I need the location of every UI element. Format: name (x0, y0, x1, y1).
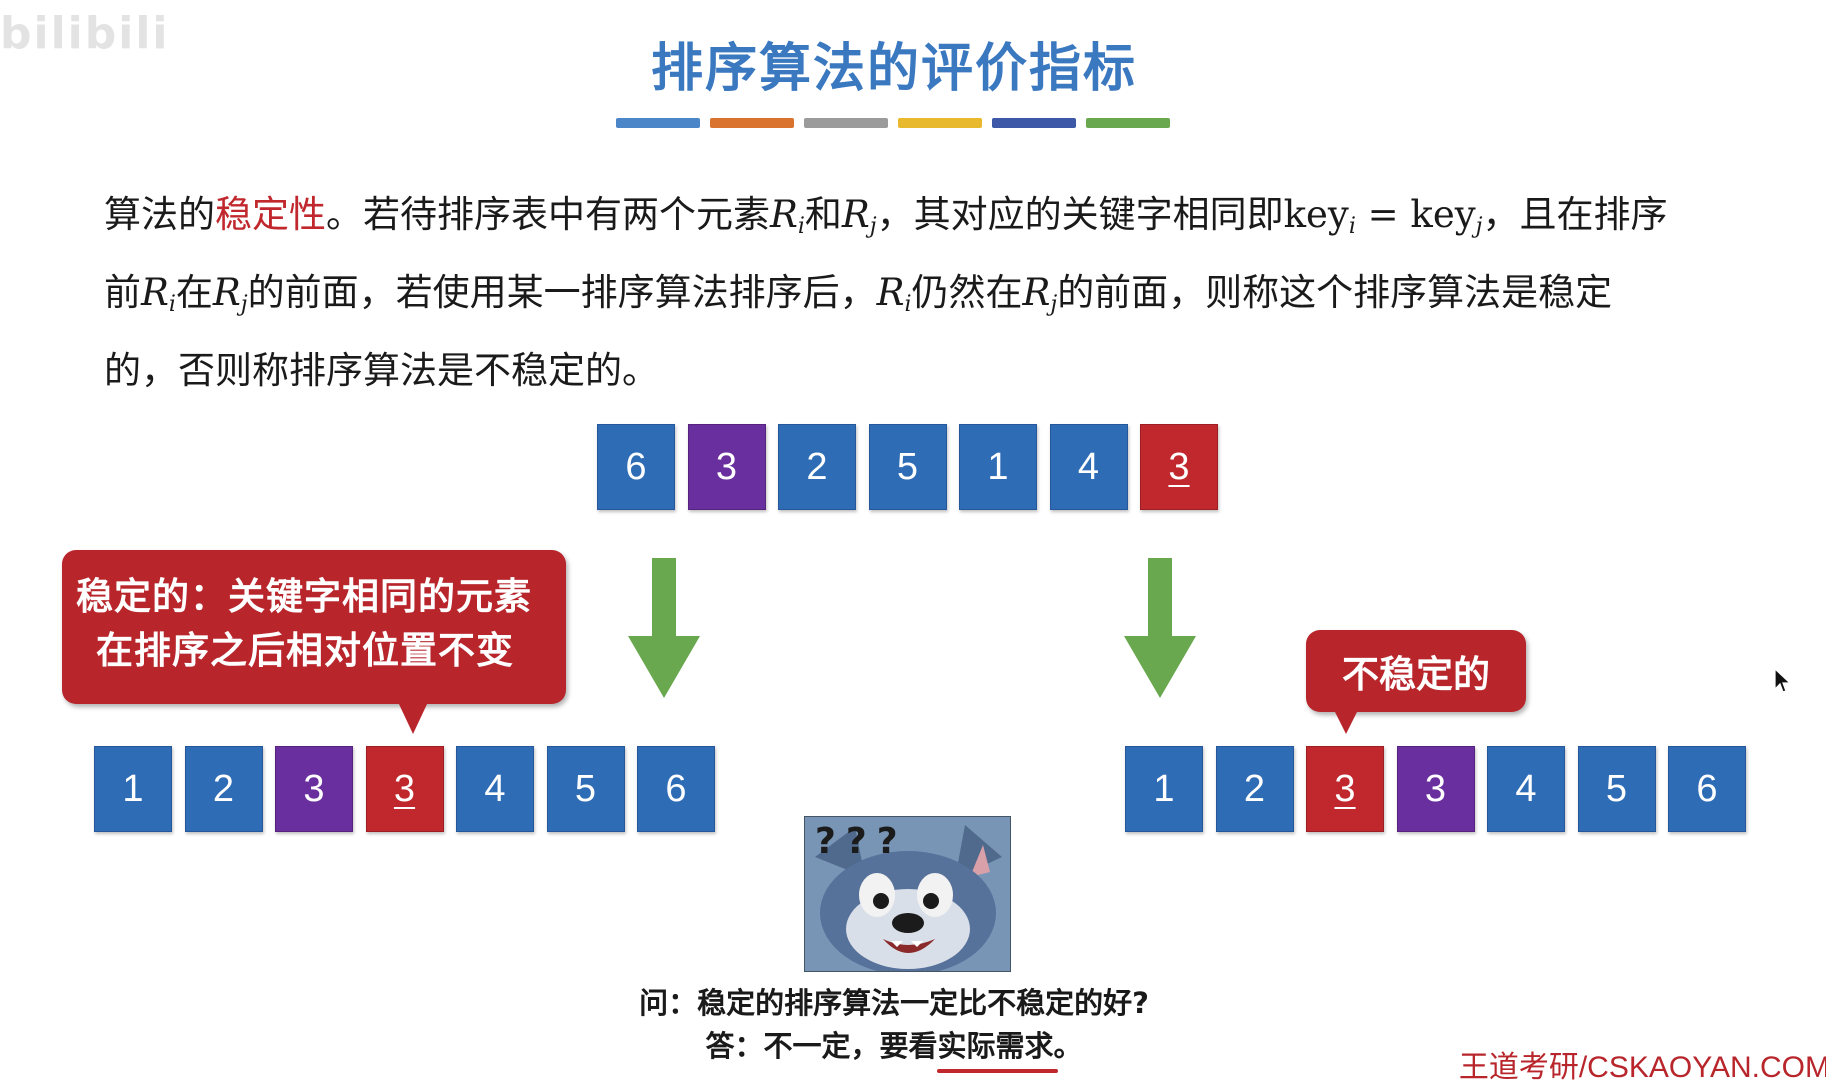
number-box: 2 (778, 424, 856, 510)
definition-paragraph: 算法的稳定性。若待排序表中有两个元素Ri和Rj，其对应的关键字相同即keyi =… (104, 182, 1744, 404)
slide-title: 排序算法的评价指标 (0, 26, 1788, 101)
color-bar-segment (710, 118, 794, 128)
number-box: 3 (1306, 746, 1384, 832)
number-box-value: 3 (716, 446, 737, 489)
question-text: 问：稳定的排序算法一定比不稳定的好? (0, 980, 1788, 1022)
number-box-value: 3 (1168, 446, 1189, 489)
number-box-value: 1 (122, 768, 143, 811)
down-arrow-left-icon (628, 558, 700, 700)
paragraph-line-1: 算法的稳定性。若待排序表中有两个元素Ri和Rj，其对应的关键字相同即keyi =… (104, 182, 1744, 260)
number-box-value: 5 (1606, 768, 1627, 811)
number-box: 4 (1050, 424, 1128, 510)
keyword-stability: 稳定性 (215, 193, 326, 236)
number-box: 5 (1578, 746, 1656, 832)
number-box-value: 3 (303, 768, 324, 811)
number-box-value: 3 (1425, 768, 1446, 811)
number-box: 2 (185, 746, 263, 832)
number-box: 2 (1216, 746, 1294, 832)
number-box: 4 (1487, 746, 1565, 832)
number-box: 3 (1140, 424, 1218, 510)
number-box-value: 1 (1153, 768, 1174, 811)
down-arrow-right-icon (1124, 558, 1196, 700)
number-box-value: 6 (625, 446, 646, 489)
unstable-callout: 不稳定的 (1306, 630, 1526, 712)
number-box-value: 4 (1078, 446, 1099, 489)
number-box: 1 (1125, 746, 1203, 832)
number-box: 3 (275, 746, 353, 832)
meme-question-marks: ??? (815, 821, 908, 862)
color-bar-segment (992, 118, 1076, 128)
brand-watermark: 王道考研/CSKAOYAN.COM (1459, 1042, 1826, 1080)
number-box-value: 4 (484, 768, 505, 811)
number-box: 3 (366, 746, 444, 832)
confused-cat-meme-image: ??? (804, 816, 1011, 972)
number-box: 6 (637, 746, 715, 832)
number-box-value: 2 (1244, 768, 1265, 811)
number-box: 4 (456, 746, 534, 832)
number-box: 1 (959, 424, 1037, 510)
mouse-cursor-icon (1774, 668, 1792, 694)
stable-callout: 稳定的：关键字相同的元素 在排序之后相对位置不变 (62, 550, 566, 704)
number-box: 1 (94, 746, 172, 832)
color-bar-segment (1086, 118, 1170, 128)
number-box: 3 (1397, 746, 1475, 832)
number-box-value: 6 (1696, 768, 1717, 811)
number-box: 6 (1668, 746, 1746, 832)
answer-highlight: 实际需求 (937, 1029, 1053, 1063)
number-box-value: 3 (1334, 768, 1355, 811)
number-box: 6 (597, 424, 675, 510)
number-box: 3 (688, 424, 766, 510)
number-box: 5 (869, 424, 947, 510)
number-box-value: 2 (213, 768, 234, 811)
color-bar-segment (804, 118, 888, 128)
number-box-value: 4 (1515, 768, 1536, 811)
number-box: 5 (547, 746, 625, 832)
number-box-value: 6 (665, 768, 686, 811)
number-box-value: 2 (806, 446, 827, 489)
number-box-value: 5 (575, 768, 596, 811)
number-box-value: 1 (987, 446, 1008, 489)
color-bar-segment (898, 118, 982, 128)
number-box-value: 3 (394, 768, 415, 811)
paragraph-line-2: 前Ri在Rj的前面，若使用某一排序算法排序后，Ri仍然在Rj的前面，则称这个排序… (104, 260, 1744, 338)
title-color-bar (616, 118, 1170, 128)
number-box-value: 5 (897, 446, 918, 489)
color-bar-segment (616, 118, 700, 128)
paragraph-line-3: 的，否则称排序算法是不稳定的。 (104, 338, 1744, 404)
